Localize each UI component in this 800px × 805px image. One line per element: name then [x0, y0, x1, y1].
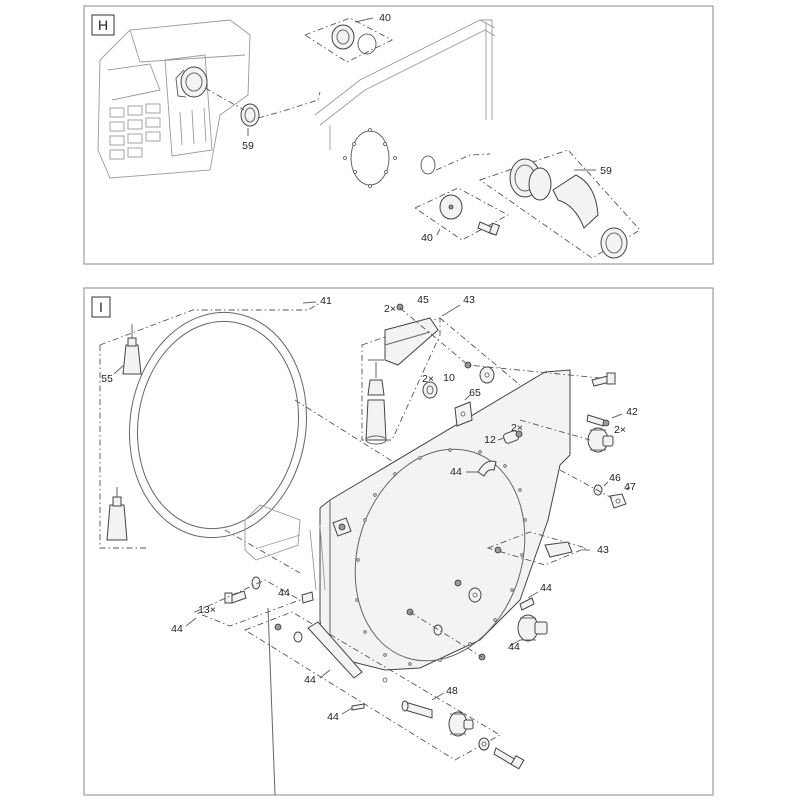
small-gasket-icon — [420, 155, 436, 175]
callout-47: 47 — [624, 481, 636, 493]
callout-44-bottom-left: 44 — [304, 674, 316, 686]
seal-ring-59-left — [240, 103, 260, 127]
fitting-12-icon — [503, 430, 523, 444]
washer-10-icon — [422, 381, 438, 399]
callout-44-center: 44 — [450, 466, 462, 478]
section-i-tag-box — [91, 296, 111, 318]
clip-44-left-icon — [301, 591, 314, 604]
part-43-right-group — [486, 531, 588, 566]
elbow-hose-icon — [552, 174, 599, 229]
machine-housing-illustration — [97, 19, 251, 179]
callout-44-right: 44 — [540, 582, 552, 594]
panel-flange-ring — [343, 128, 397, 188]
side-bracket-illustration — [244, 504, 301, 561]
section-h-tag-box — [91, 14, 115, 36]
panel-rim-holes — [355, 448, 527, 666]
callout-45: 45 — [417, 294, 429, 306]
part-40-bottom-group — [414, 187, 509, 241]
bracket-65-icon — [454, 401, 473, 427]
callout-42: 42 — [626, 406, 638, 418]
callout-2x-12: 2× — [511, 422, 523, 434]
section-i-tag: I — [99, 299, 103, 315]
frame-rails-illustration — [314, 19, 496, 150]
callout-44-bottom: 44 — [327, 711, 339, 723]
screw-13x-icon — [224, 576, 261, 604]
housing-fitting-icon — [180, 66, 208, 98]
callout-55: 55 — [101, 373, 113, 385]
elbow-44-center-icon — [477, 460, 497, 477]
cover-disc-icon — [331, 24, 355, 50]
callout-44-left: 44 — [278, 587, 290, 599]
strip-44-icon — [307, 621, 363, 679]
canister-icon — [365, 399, 387, 441]
callout-2x-45: 2× — [384, 303, 396, 315]
bottom-strip-group — [243, 611, 525, 770]
sealant-tube-55-top — [122, 324, 142, 375]
gear-knob-top-icon — [587, 427, 614, 453]
callout-44-far-left: 44 — [171, 623, 183, 635]
leader-line — [267, 607, 276, 796]
clip-44-bottom-icon — [351, 703, 365, 711]
nut-47-icon — [609, 493, 627, 509]
callout-2x-10: 2× — [422, 373, 434, 385]
sealant-tube-bottom — [106, 487, 128, 541]
door-gasket-41 — [128, 311, 308, 539]
callout-2x-42: 2× — [614, 424, 626, 436]
callout-48: 48 — [446, 685, 458, 697]
callout-12: 12 — [484, 434, 496, 446]
callout-41: 41 — [320, 295, 332, 307]
callout-46: 46 — [609, 472, 621, 484]
section-i-panel: I 55 41 — [83, 287, 714, 796]
screw-42-top-icon — [591, 372, 616, 387]
section-i-frame — [83, 287, 714, 796]
bracket-43-icon — [384, 317, 439, 366]
callout-10: 10 — [443, 372, 455, 384]
section-h-frame — [83, 5, 714, 265]
screw-42-icon — [586, 414, 610, 427]
callout-40-bottom: 40 — [421, 232, 433, 244]
callout-43-right: 43 — [597, 544, 609, 556]
o-ring-icon — [357, 33, 377, 55]
callout-59-left: 59 — [242, 140, 254, 152]
part-43-top-group — [361, 303, 441, 445]
part-40-top-group — [304, 17, 393, 63]
gear-knob-lower-icon — [517, 614, 548, 642]
callout-13x: 13× — [198, 604, 216, 616]
back-panel-illustration — [309, 369, 571, 671]
end-nut-icon — [600, 227, 628, 259]
pin-44-right-icon — [519, 597, 535, 611]
screw-45-icon — [396, 303, 404, 311]
sensor-43-icon — [544, 541, 573, 558]
section-h-panel: H — [83, 5, 714, 265]
shaft-48-icon — [404, 701, 433, 719]
group-41-outline — [99, 302, 321, 346]
callout-43-top: 43 — [463, 294, 475, 306]
callout-40-top: 40 — [379, 12, 391, 24]
section-h-tag: H — [98, 17, 108, 33]
callout-65: 65 — [469, 387, 481, 399]
callout-59-right: 59 — [600, 165, 612, 177]
part-59-right-group — [479, 149, 641, 259]
callout-44-lower-right: 44 — [508, 641, 520, 653]
